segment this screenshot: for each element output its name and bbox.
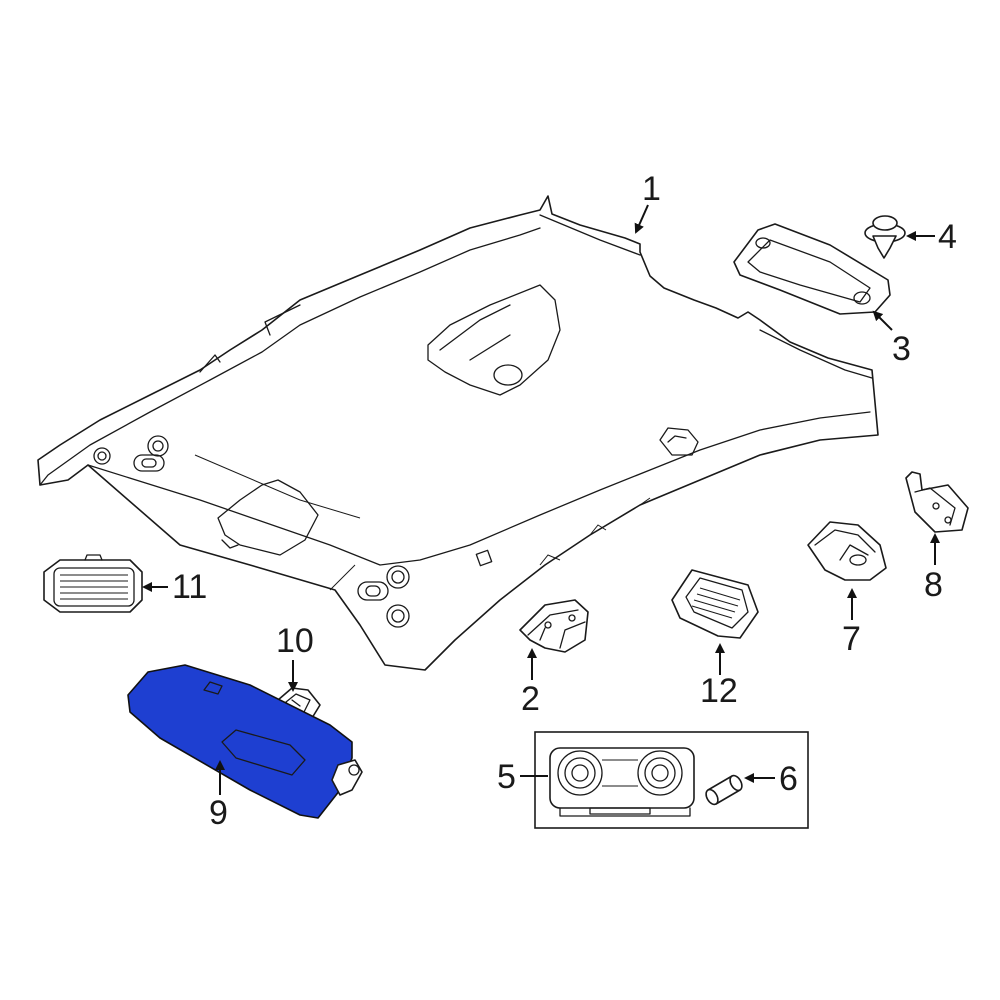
leader-lines <box>142 204 940 795</box>
bulb-part <box>705 774 743 806</box>
sun-visor-part <box>127 664 363 819</box>
callout-5: 5 <box>497 758 516 796</box>
map-light-part <box>671 569 759 639</box>
callout-2: 2 <box>521 680 540 718</box>
callout-6: 6 <box>779 760 798 798</box>
callout-4: 4 <box>938 218 957 256</box>
callout-7: 7 <box>842 620 861 658</box>
callout-8: 8 <box>924 566 943 604</box>
callout-3: 3 <box>892 330 911 368</box>
callout-labels: 1 2 3 4 5 6 7 8 9 10 11 12 <box>172 170 957 832</box>
dome-light-inset <box>534 731 809 829</box>
grille-part <box>43 554 143 613</box>
callout-11: 11 <box>172 568 207 606</box>
callout-12: 12 <box>700 672 738 710</box>
dome-light-part <box>549 747 695 817</box>
rear-trim-part <box>733 223 891 315</box>
leader-1 <box>634 204 649 234</box>
clip-part <box>864 215 906 259</box>
bracket-part <box>519 599 589 653</box>
callout-10: 10 <box>276 622 314 660</box>
leader-3 <box>872 310 893 331</box>
callout-9: 9 <box>209 794 228 832</box>
callout-1: 1 <box>642 170 661 208</box>
mounting-bracket-part <box>905 471 969 533</box>
headliner-part <box>37 195 879 671</box>
handle-base-part <box>807 521 887 581</box>
